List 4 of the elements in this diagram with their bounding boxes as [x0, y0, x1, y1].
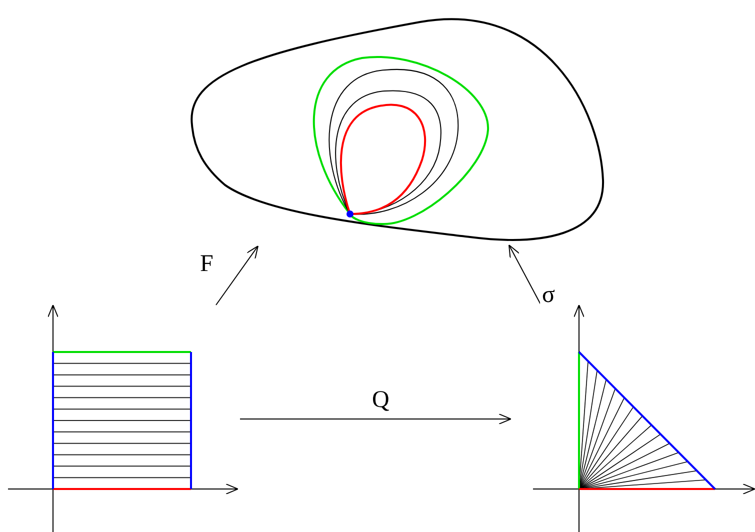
edge-label: Q [370, 388, 392, 412]
arrow [508, 244, 542, 306]
arrow [240, 414, 512, 424]
arrow [216, 246, 258, 306]
